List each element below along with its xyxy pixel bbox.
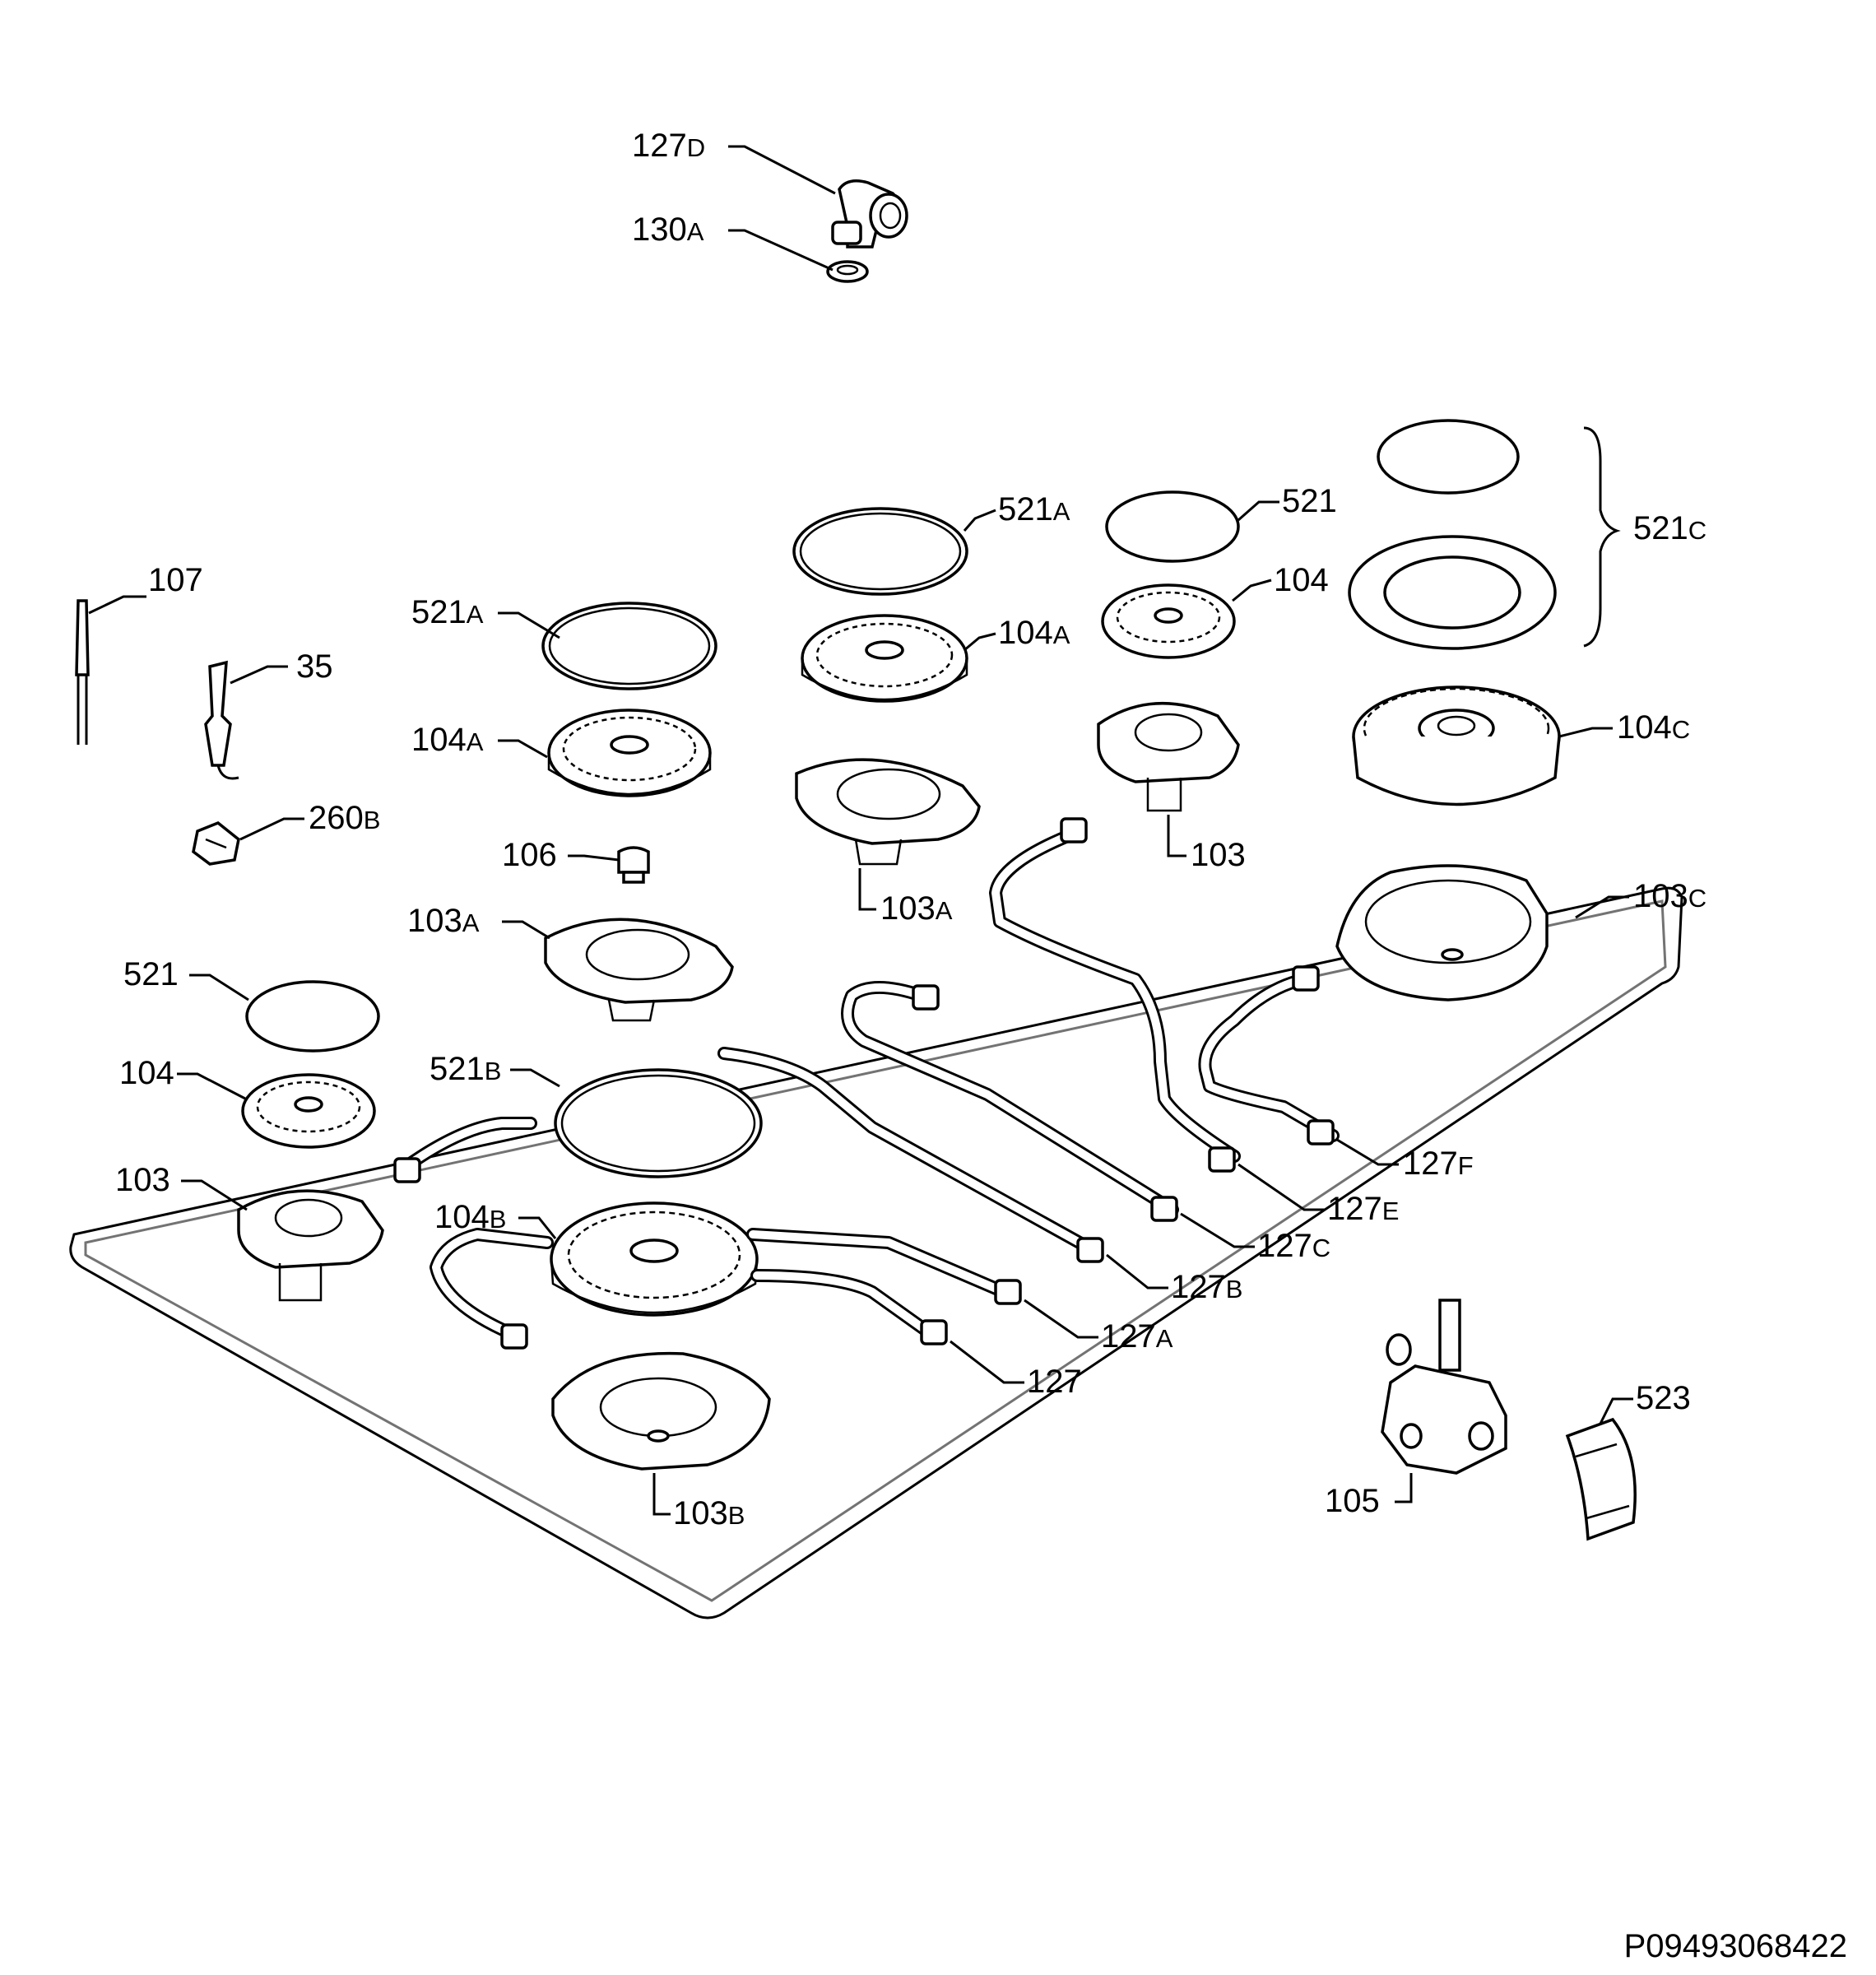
label-130a: 130A (632, 211, 704, 248)
label-104b: 104B (434, 1199, 506, 1235)
part-521-cap-right (1105, 490, 1240, 563)
label-521b: 521B (430, 1051, 501, 1087)
part-104a-crown-left (547, 709, 712, 797)
part-104-crown-left (241, 1073, 376, 1149)
label-104-right: 104 (1274, 562, 1329, 598)
part-521c-cap-set (1348, 419, 1621, 650)
label-104-left: 104 (119, 1055, 174, 1091)
label-103a-mid: 103A (880, 890, 953, 927)
label-103-left: 103 (115, 1162, 170, 1198)
part-104b-crown (550, 1201, 759, 1317)
label-127e: 127E (1327, 1191, 1399, 1227)
part-260b-clip (192, 820, 240, 866)
part-106-injector (617, 846, 650, 884)
callout-labels: 127D 130A 521A 521 521C 107 35 521A 104 … (115, 128, 1707, 1531)
gas-pipes (393, 817, 1340, 1350)
label-521a-left: 521A (411, 594, 484, 630)
label-103a-left: 103A (407, 903, 480, 939)
part-521b-cap (554, 1068, 763, 1178)
label-521-left: 521 (123, 956, 179, 992)
part-103c-base-large (1335, 864, 1549, 1001)
label-127f: 127F (1403, 1146, 1474, 1182)
part-35-ignition-electrode (204, 660, 239, 780)
leader-lines (88, 145, 1633, 1516)
part-127d-elbow-connector (831, 179, 908, 249)
label-260b: 260B (309, 800, 380, 836)
part-104a-crown-mid (801, 614, 968, 703)
label-127d: 127D (632, 128, 705, 164)
label-103b: 103B (673, 1495, 745, 1531)
part-105-gas-valve (1381, 1299, 1507, 1475)
part-521a-cap-mid (792, 507, 968, 596)
label-103c: 103C (1633, 878, 1707, 914)
label-521a-mid: 521A (998, 491, 1070, 527)
label-104a-left: 104A (411, 722, 484, 758)
part-104-crown-right (1101, 583, 1236, 659)
label-104c: 104C (1617, 709, 1690, 746)
part-521a-cap-left (541, 602, 717, 690)
label-35: 35 (296, 648, 333, 685)
part-103-base-right (1097, 701, 1240, 812)
part-103a-base-mid (795, 758, 981, 866)
label-107: 107 (148, 562, 203, 598)
part-130a-seal-washer (826, 260, 869, 283)
label-127a: 127A (1101, 1318, 1173, 1355)
label-106: 106 (502, 837, 557, 873)
label-104a-mid: 104A (998, 615, 1070, 651)
label-127: 127 (1027, 1364, 1082, 1400)
label-521-right: 521 (1282, 483, 1337, 519)
label-127c: 127C (1257, 1228, 1330, 1264)
part-103b-base (551, 1351, 771, 1471)
part-521-cap-left (245, 980, 380, 1053)
label-127b: 127B (1171, 1269, 1242, 1305)
part-103a-base-left (544, 918, 734, 1022)
label-523: 523 (1636, 1380, 1691, 1416)
part-523-support (1565, 1417, 1637, 1541)
label-103-right: 103 (1191, 837, 1246, 873)
part-107-thermocouple (75, 599, 90, 745)
part-103-base-left (237, 1189, 384, 1302)
part-104c-triple-crown (1352, 685, 1561, 806)
label-105: 105 (1325, 1483, 1380, 1519)
label-521c: 521C (1633, 510, 1707, 546)
reference-code: P09493068422 (1624, 1928, 1847, 1964)
